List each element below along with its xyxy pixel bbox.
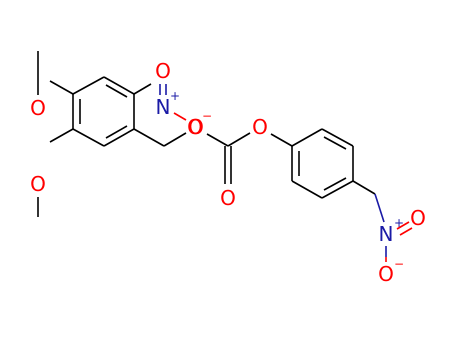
carbonate-linker: O O O [133, 115, 293, 210]
ring-to-ch2-bond [133, 128, 165, 147]
ring-bond [72, 128, 105, 147]
nitro-left-oxygen-single: O [187, 115, 203, 139]
nitro-left-oxygen-double: O [155, 59, 171, 83]
right-benzene-ring [291, 128, 354, 199]
nitro-right-nitrogen: N [379, 222, 394, 246]
nitro-left-nitrogen-charge: + [170, 89, 180, 103]
ring-bond [103, 76, 135, 95]
ch2-to-o-bond [163, 132, 187, 147]
ring-double-bond [105, 84, 128, 98]
nitro-right-oxygen-charge: − [394, 257, 404, 271]
methoxy-top-oxygen: O [30, 96, 46, 120]
ring-double-bond [323, 136, 347, 150]
carbonate-left-oxygen: O [188, 115, 204, 139]
ring-bond [103, 128, 135, 147]
ring-double-bond [105, 125, 128, 139]
carbonate-right-oxygen: O [252, 115, 268, 139]
nitro-right-oxygen-single: O [378, 262, 394, 286]
nitro-left-nitrogen: N [156, 95, 171, 119]
ring-bond [291, 180, 323, 199]
bond [49, 80, 74, 95]
ring-double-bond [323, 177, 347, 191]
o-to-right-ring-bond [270, 133, 293, 147]
nitro-left-oxygen-charge: − [202, 109, 212, 123]
n-o-single-bond [173, 112, 187, 121]
methoxy-bottom: O [30, 128, 74, 217]
nitro-group-left: N + O O − [133, 59, 212, 139]
carbonyl-carbon-to-o-bond [227, 132, 251, 147]
bond [352, 180, 376, 195]
ring-bond [72, 76, 105, 95]
nitro-right-nitrogen-charge: + [394, 216, 404, 230]
ring-bond [321, 128, 354, 147]
bond [133, 83, 152, 95]
left-benzene-ring [72, 76, 135, 147]
ring-bond [291, 128, 323, 147]
nitro-group-right: N + O O − [352, 180, 426, 286]
ring-bond [321, 180, 354, 199]
methoxy-bottom-oxygen: O [30, 172, 46, 196]
bond [374, 193, 385, 223]
methoxy-top: O [30, 51, 74, 120]
o-to-carbonyl-carbon-bond [206, 133, 229, 147]
nitro-right-oxygen-double: O [410, 206, 426, 230]
bond [49, 128, 74, 143]
n-o-double-bond [399, 227, 413, 236]
carbonyl-oxygen: O [220, 186, 236, 210]
n-o-double-bond [396, 221, 410, 230]
